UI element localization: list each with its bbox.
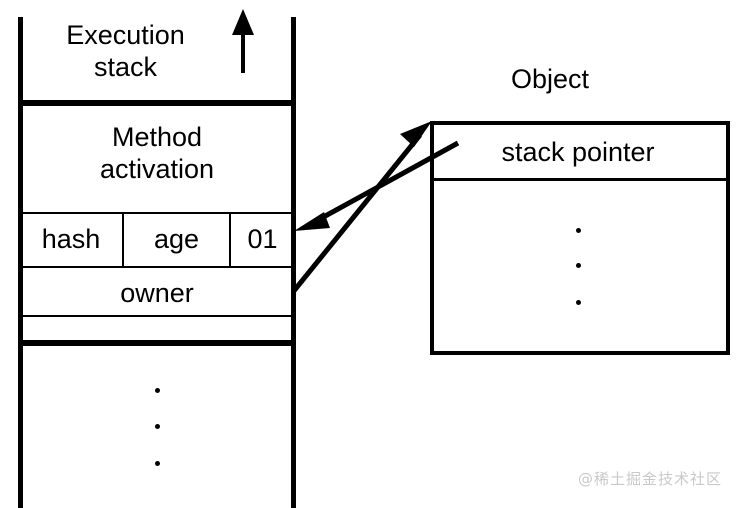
method-activation-label: Method activation xyxy=(99,122,215,184)
execution-stack-title: Execution stack xyxy=(66,20,185,82)
stack-ellipsis-dot xyxy=(155,388,160,393)
stack-growth-up-arrow-icon xyxy=(232,9,254,35)
object-stack-pointer-label: stack pointer xyxy=(501,137,655,167)
owner-row-bottom-border xyxy=(18,315,296,317)
object-ellipsis-dot xyxy=(576,228,581,233)
owner-to-object-arrow xyxy=(291,121,432,294)
stack-ellipsis-dot xyxy=(155,424,160,429)
object-header-row-separator xyxy=(430,178,730,181)
object-ellipsis-dot xyxy=(576,263,581,268)
slot-lock-bits-label: 01 xyxy=(247,224,278,254)
slot-hash-label: hash xyxy=(41,224,101,254)
owner-row-top-border xyxy=(18,266,296,268)
stack-growth-arrow-shaft xyxy=(241,32,245,73)
execution-stack-left-border xyxy=(18,17,23,508)
object-title: Object xyxy=(510,64,590,94)
slot-age-label: age xyxy=(153,224,200,254)
slot-divider-1 xyxy=(122,214,124,266)
execution-stack-bottom-separator xyxy=(18,340,296,346)
object-ellipsis-dot xyxy=(576,300,581,305)
execution-stack-top-separator xyxy=(18,100,296,106)
stack-ellipsis-dot xyxy=(155,461,160,466)
watermark: @稀土掘金技术社区 xyxy=(578,470,723,488)
slot-row-top-border xyxy=(18,212,296,214)
object-box xyxy=(430,121,730,355)
execution-stack-right-border xyxy=(291,17,296,508)
slot-owner-label: owner xyxy=(120,278,194,308)
slot-divider-2 xyxy=(229,214,231,266)
